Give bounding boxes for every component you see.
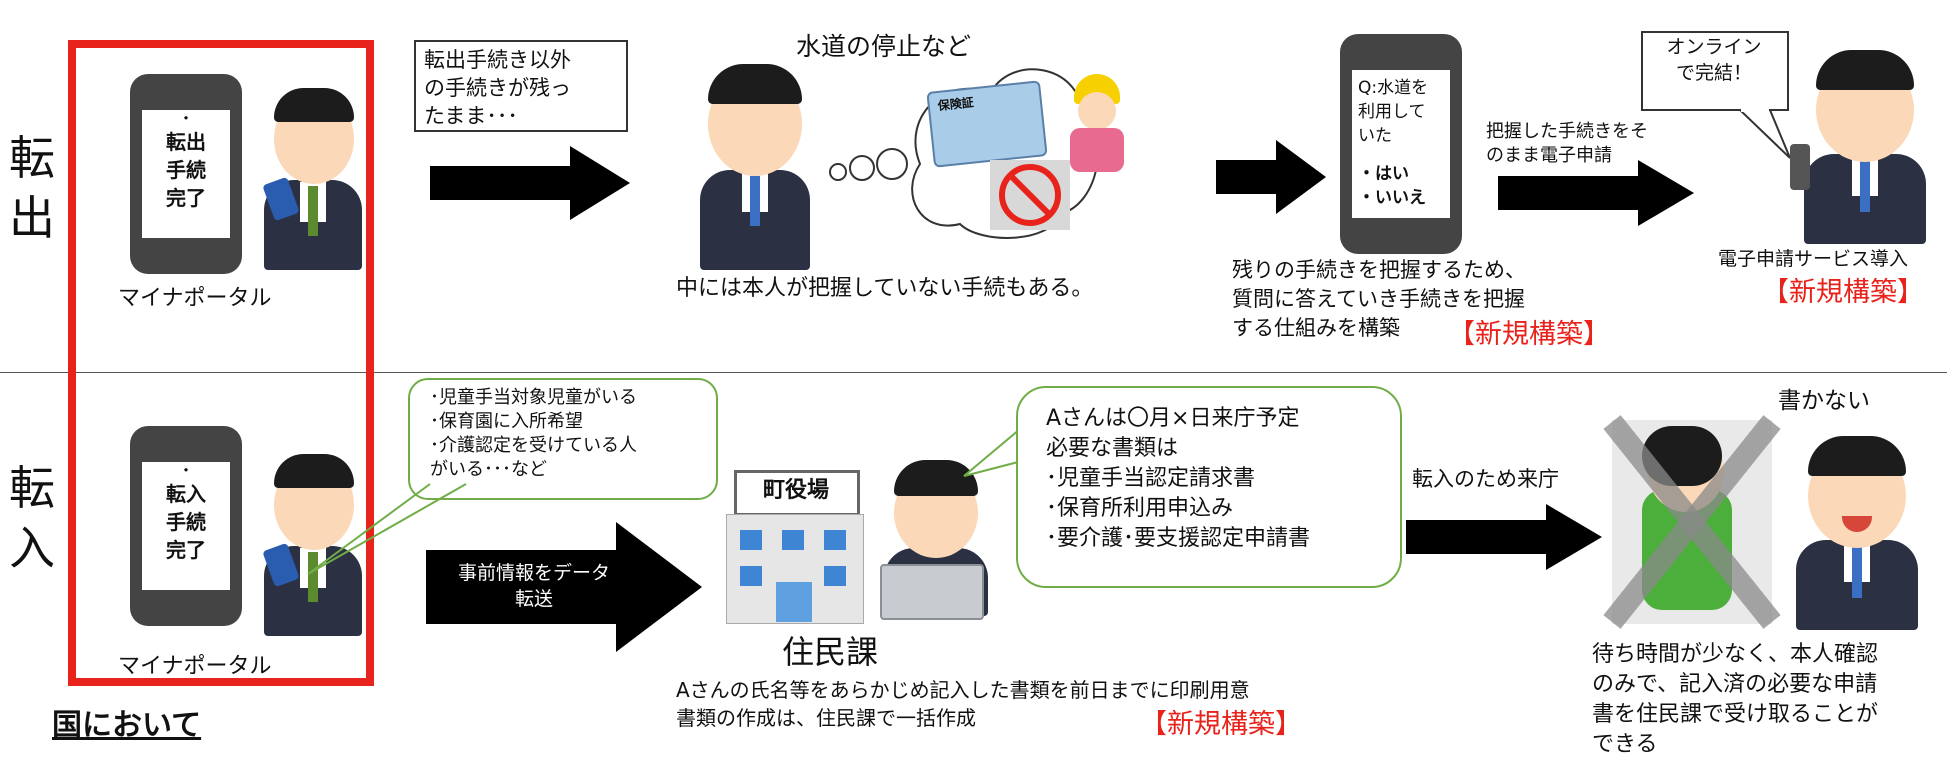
- person-phone-user-top: [258, 80, 368, 270]
- row-label-tenshutsu: 転 出: [9, 131, 55, 245]
- service-caption: 電子申請サービス導入: [1718, 248, 1909, 270]
- child-figure: [1060, 74, 1134, 174]
- phone-line-3: 完了: [166, 186, 206, 210]
- middle-caption: 中には本人が把握していない手続もある。: [676, 276, 1094, 301]
- kakanai-label: 書かない: [1778, 388, 1870, 414]
- question-text: Q:水道を 利用して いた: [1358, 78, 1429, 146]
- new-build-badge-1: 【新規構築】: [1448, 319, 1610, 350]
- kuni-label: 国において: [52, 708, 202, 743]
- smartphone-bottom: ・ 転入 手続 完了: [130, 426, 242, 626]
- new-build-badge-3: 【新規構築】: [1140, 709, 1302, 740]
- e-application-label: 把握した手続きをそ のまま電子申請: [1486, 121, 1648, 166]
- phone-line-2: 手続: [166, 510, 206, 534]
- phone-dot: ・: [177, 461, 194, 480]
- answer-no[interactable]: ・いいえ: [1358, 188, 1426, 208]
- new-build-badge-2: 【新規構築】: [1762, 277, 1924, 308]
- visit-label: 転入のため来庁: [1412, 467, 1559, 491]
- arrow-1: [430, 146, 630, 220]
- prior-info-text: ･児童手当対象児童がいる ･保育園に入所希望 ･介護認定を受けている人 がいる･…: [430, 387, 637, 480]
- question-phone: Q:水道を 利用して いた ・はい ・いいえ: [1340, 34, 1462, 254]
- phone-caption-bottom: マイナポータル: [118, 654, 272, 679]
- bubble-tail-to-phone: [307, 483, 467, 575]
- juminka-label: 住民課: [782, 633, 879, 671]
- arrow-2: [1216, 140, 1326, 214]
- phone-dot: ・: [177, 109, 194, 128]
- phone-screen: ・ 転入 手続 完了: [142, 462, 230, 590]
- cross-mark-icon: [1603, 415, 1781, 629]
- data-transfer-arrow: [426, 522, 702, 652]
- visit-arrow: [1406, 504, 1602, 570]
- town-hall-sign: 町役場: [762, 478, 829, 503]
- phone-screen: ・ 転出 手続 完了: [142, 110, 230, 238]
- thinking-person: [690, 50, 820, 270]
- phone-line-3: 完了: [166, 538, 206, 562]
- question-caption: 残りの手続きを把握するため、 質問に答えていき手続きを把握 する仕組みを構築: [1232, 258, 1526, 340]
- no-wait-caption: 待ち時間が少なく、本人確認 のみで、記入済の必要な申請 書を住民課で受け取ること…: [1592, 642, 1879, 757]
- remaining-procedures-box: 転出手続き以外 の手続きが残っ たまま･･･: [414, 40, 628, 132]
- speech-bubble-tail: [1641, 31, 1790, 159]
- data-transfer-label: 事前情報をデータ 転送: [457, 562, 610, 610]
- person-phone-user-bottom: [258, 446, 368, 636]
- phone-line-2: 手続: [166, 158, 206, 182]
- staff-with-laptop: [876, 456, 996, 620]
- happy-person: [1782, 430, 1932, 630]
- question-screen: Q:水道を 利用して いた ・はい ・いいえ: [1352, 70, 1450, 218]
- section-divider: [0, 372, 1947, 373]
- national-frame: [68, 40, 374, 686]
- cloud-title: 水道の停止など: [796, 32, 972, 61]
- insurance-card: 保険証: [926, 80, 1048, 168]
- town-hall-building: 町役場: [726, 470, 864, 624]
- no-water-icon: [990, 160, 1070, 230]
- row-label-tennyu: 転 入: [9, 461, 55, 575]
- arrow-3: [1498, 160, 1694, 226]
- phone-line-1: 転出: [166, 130, 206, 154]
- required-docs-bubble: [1016, 386, 1402, 588]
- smartphone-top: ・ 転出 手続 完了: [130, 74, 242, 274]
- person-online: [1790, 44, 1940, 244]
- prior-info-bubble: [408, 378, 718, 500]
- phone-caption-top: マイナポータル: [118, 286, 272, 311]
- prepared-docs-caption: Aさんの氏名等をあらかじめ記入した書類を前日までに印刷用意 書類の作成は、住民課…: [676, 678, 1250, 730]
- online-complete-speech: オンライン で完結！: [1666, 36, 1762, 84]
- answer-yes[interactable]: ・はい: [1358, 164, 1409, 184]
- phone-line-1: 転入: [166, 482, 206, 506]
- required-docs-text: Aさんは〇月×日来庁予定 必要な書類は ･児童手当認定請求書 ･保育所利用申込み…: [1046, 406, 1311, 551]
